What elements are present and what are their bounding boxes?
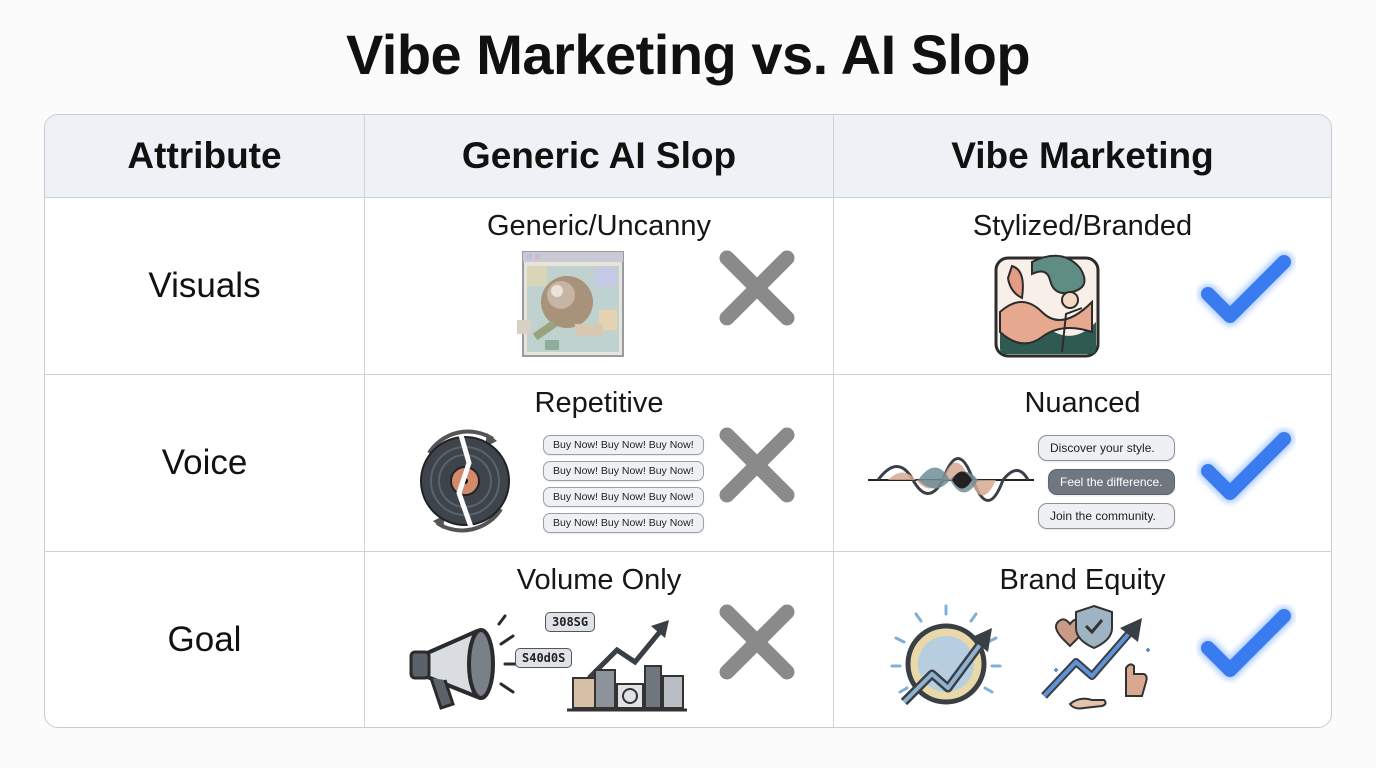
growth-emblem-icon	[890, 604, 1002, 706]
checkmark-icon	[1198, 429, 1294, 503]
slop-voice-label: Repetitive	[534, 387, 664, 419]
repetitive-bubble: Buy Now! Buy Now! Buy Now!	[543, 487, 704, 507]
slop-goal-label: Volume Only	[516, 564, 682, 596]
products-chart-icon	[567, 620, 687, 712]
slop-visuals-cell: Generic/Uncanny	[365, 198, 834, 375]
repetitive-bubble: Buy Now! Buy Now! Buy Now!	[543, 435, 704, 455]
vibe-goal-cell: Brand Equity	[834, 552, 1331, 727]
glitch-tag: S40d0S	[515, 648, 573, 668]
attribute-voice: Voice	[45, 375, 365, 552]
x-icon	[719, 427, 795, 503]
vibe-voice-label: Nuanced	[1024, 387, 1141, 419]
slop-goal-cell: Volume Only 308SG S40d0S	[365, 552, 834, 727]
stylized-art-icon	[994, 254, 1100, 358]
checkmark-icon	[1198, 252, 1294, 326]
header-attribute: Attribute	[45, 115, 365, 198]
vibe-voice-cell: Nuanced Discover your style. Feel the di…	[834, 375, 1331, 552]
checkmark-icon	[1198, 606, 1294, 680]
header-vibe-marketing: Vibe Marketing	[834, 115, 1331, 198]
header-generic-ai-slop: Generic AI Slop	[365, 115, 834, 198]
nuanced-bubble: Join the community.	[1038, 503, 1175, 529]
megaphone-icon	[409, 614, 525, 710]
glitch-tag: 308SG	[545, 612, 596, 632]
repetitive-bubble: Buy Now! Buy Now! Buy Now!	[543, 513, 704, 533]
nuanced-bubble: Feel the difference.	[1048, 469, 1175, 495]
repetitive-bubble: Buy Now! Buy Now! Buy Now!	[543, 461, 704, 481]
vibe-visuals-label: Stylized/Branded	[972, 210, 1193, 242]
vibe-goal-label: Brand Equity	[999, 564, 1166, 596]
vinyl-record-icon	[420, 429, 510, 533]
attribute-goal: Goal	[45, 552, 365, 727]
nuanced-bubble: Discover your style.	[1038, 435, 1175, 461]
slop-visuals-label: Generic/Uncanny	[486, 210, 712, 242]
repetitive-bubbles: Buy Now! Buy Now! Buy Now! Buy Now! Buy …	[543, 435, 704, 533]
comparison-table: Attribute Generic AI Slop Vibe Marketing…	[44, 114, 1332, 728]
slop-voice-cell: Repetitive Buy Now! Buy Now! Buy Now! Bu…	[365, 375, 834, 552]
x-icon	[719, 604, 795, 680]
x-icon	[719, 250, 795, 326]
nuanced-bubbles: Discover your style. Feel the difference…	[1038, 435, 1175, 529]
attribute-visuals: Visuals	[45, 198, 365, 375]
page-title: Vibe Marketing vs. AI Slop	[345, 23, 1031, 86]
sound-wave-icon	[868, 457, 1034, 502]
pixelated-image-icon	[517, 251, 624, 357]
brand-trust-icon	[1041, 604, 1150, 710]
vibe-visuals-cell: Stylized/Branded	[834, 198, 1331, 375]
